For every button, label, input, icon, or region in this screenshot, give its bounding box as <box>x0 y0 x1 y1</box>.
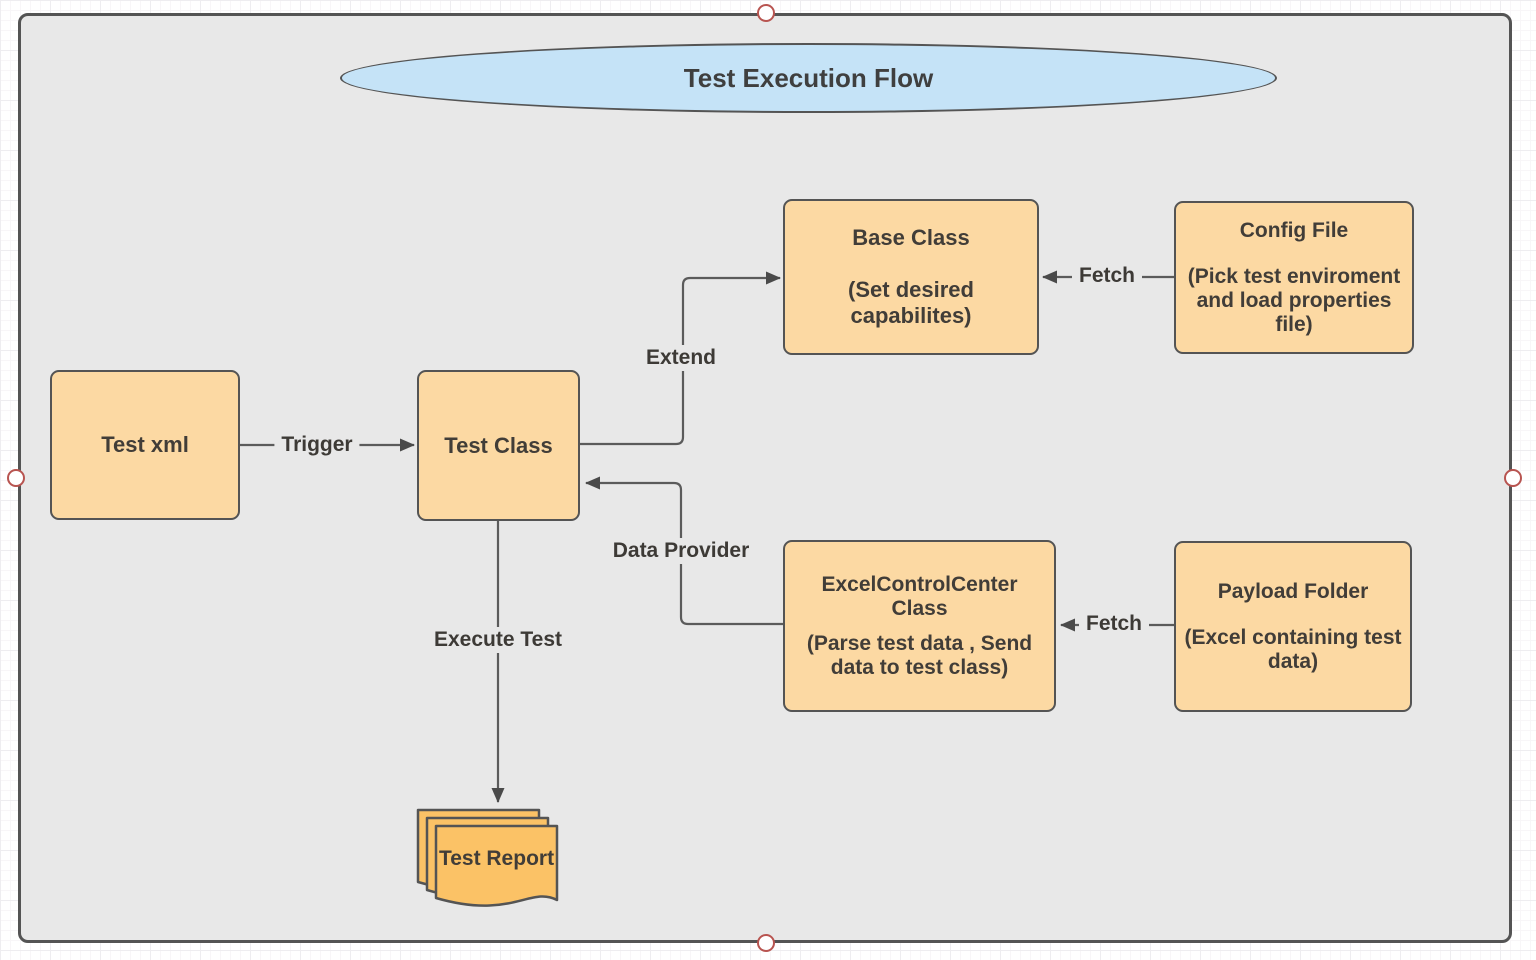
edge-label-fetch-config[interactable]: Fetch <box>1071 263 1143 289</box>
shape-title: Base Class <box>852 225 970 250</box>
shape-base-class[interactable]: Base Class (Set desired capabilites) <box>783 199 1039 355</box>
selection-handle-right[interactable] <box>1504 469 1522 487</box>
selection-handle-bottom[interactable] <box>757 934 775 952</box>
diagram-title: Test Execution Flow <box>683 62 934 93</box>
selection-handle-left[interactable] <box>7 469 25 487</box>
shape-label: Test Class <box>444 432 553 458</box>
selection-handle-top[interactable] <box>757 4 775 22</box>
shape-payload-folder[interactable]: Payload Folder (Excel containing test da… <box>1174 541 1412 712</box>
shape-detail: (Parse test data , Send data to test cla… <box>806 631 1033 679</box>
shape-excel-control-center[interactable]: ExcelControlCenter Class (Parse test dat… <box>783 540 1056 712</box>
shape-title: Payload Folder <box>1217 579 1369 603</box>
diagram-canvas[interactable] <box>18 13 1512 943</box>
edge-label-extend[interactable]: Extend <box>638 345 724 371</box>
shape-label: Test xml <box>101 432 189 457</box>
edge-label-execute-test[interactable]: Execute Test <box>427 627 569 653</box>
shape-config-file[interactable]: Config File (Pick test enviroment and lo… <box>1174 201 1414 354</box>
shape-label: Test Report <box>438 846 555 870</box>
shape-title: ExcelControlCenter Class <box>821 572 1018 620</box>
shape-detail: (Excel containing test data) <box>1184 625 1402 673</box>
shape-test-class[interactable]: Test Class <box>417 370 580 521</box>
shape-test-xml[interactable]: Test xml <box>50 370 240 520</box>
shape-detail: (Set desired capabilites) <box>848 277 974 328</box>
shape-title-ellipse[interactable]: Test Execution Flow <box>340 43 1277 113</box>
shape-title: Config File <box>1239 218 1349 242</box>
shape-detail: (Pick test enviroment and load propertie… <box>1187 264 1401 336</box>
edge-label-trigger[interactable]: Trigger <box>274 432 360 458</box>
edge-label-fetch-payload[interactable]: Fetch <box>1078 611 1150 637</box>
shape-test-report-label[interactable]: Test Report <box>436 828 557 890</box>
edge-label-data-provider[interactable]: Data Provider <box>605 538 757 564</box>
